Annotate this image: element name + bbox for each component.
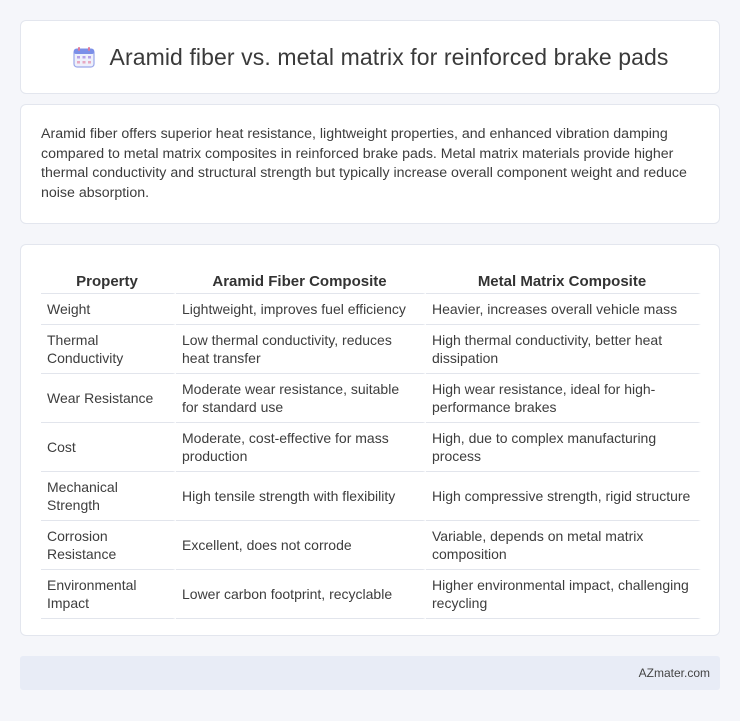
cell-metal: Heavier, increases overall vehicle mass [426,294,701,325]
calendar-icon [72,45,96,69]
header-property: Property [41,265,176,294]
cell-property: Wear Resistance [41,374,176,423]
cell-property: Environmental Impact [41,570,176,619]
cell-property: Corrosion Resistance [41,521,176,570]
cell-property: Cost [41,423,176,472]
table-row: Corrosion Resistance Excellent, does not… [41,521,701,570]
cell-metal: Higher environmental impact, challenging… [426,570,701,619]
table-row: Thermal Conductivity Low thermal conduct… [41,325,701,374]
cell-metal: High, due to complex manufacturing proce… [426,423,701,472]
header-aramid: Aramid Fiber Composite [176,265,426,294]
footer-site-link[interactable]: AZmater.com [638,666,710,680]
cell-metal: Variable, depends on metal matrix compos… [426,521,701,570]
cell-aramid: Moderate wear resistance, suitable for s… [176,374,426,423]
cell-metal: High compressive strength, rigid structu… [426,472,701,521]
table-row: Wear Resistance Moderate wear resistance… [41,374,701,423]
table-header-row: Property Aramid Fiber Composite Metal Ma… [41,265,701,294]
table-row: Weight Lightweight, improves fuel effici… [41,294,701,325]
cell-aramid: Moderate, cost-effective for mass produc… [176,423,426,472]
cell-property: Mechanical Strength [41,472,176,521]
cell-aramid: Excellent, does not corrode [176,521,426,570]
cell-aramid: Lightweight, improves fuel efficiency [176,294,426,325]
cell-aramid: High tensile strength with flexibility [176,472,426,521]
comparison-table-card: Property Aramid Fiber Composite Metal Ma… [20,244,720,636]
cell-aramid: Low thermal conductivity, reduces heat t… [176,325,426,374]
cell-metal: High wear resistance, ideal for high-per… [426,374,701,423]
cell-property: Thermal Conductivity [41,325,176,374]
page-title: Aramid fiber vs. metal matrix for reinfo… [109,43,669,70]
header-metal-matrix: Metal Matrix Composite [426,265,701,294]
cell-property: Weight [41,294,176,325]
title-card: Aramid fiber vs. metal matrix for reinfo… [20,20,720,94]
comparison-table: Property Aramid Fiber Composite Metal Ma… [41,265,701,619]
footer-bar: AZmater.com [20,656,720,690]
cell-metal: High thermal conductivity, better heat d… [426,325,701,374]
summary-paragraph: Aramid fiber offers superior heat resist… [41,126,687,201]
table-row: Cost Moderate, cost-effective for mass p… [41,423,701,472]
table-row: Mechanical Strength High tensile strengt… [41,472,701,521]
title-row: Aramid fiber vs. metal matrix for reinfo… [72,44,669,71]
cell-aramid: Lower carbon footprint, recyclable [176,570,426,619]
table-row: Environmental Impact Lower carbon footpr… [41,570,701,619]
summary-card: Aramid fiber offers superior heat resist… [20,104,720,224]
